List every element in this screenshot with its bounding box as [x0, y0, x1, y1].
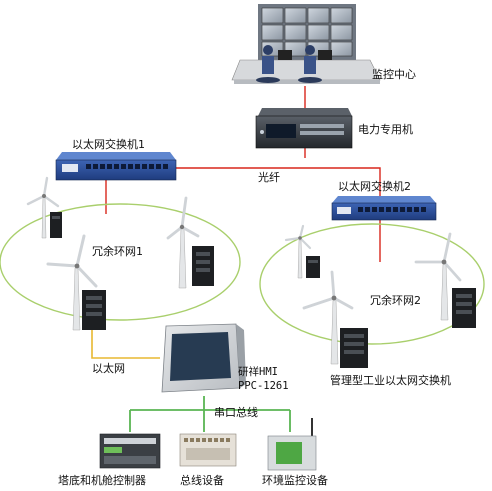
ethernet-links	[91, 330, 160, 359]
env-monitor-label: 环境监控设备	[262, 474, 328, 487]
ring-2-label: 冗余环网2	[370, 294, 421, 307]
redundant-rings	[0, 203, 485, 345]
wind-turbine-icon	[302, 270, 354, 365]
industrial-switch-icon	[82, 290, 106, 330]
wind-turbine-icon	[46, 234, 98, 331]
industrial-switch-icon	[340, 328, 368, 368]
bus-device-label: 总线设备	[180, 474, 224, 487]
ethernet-label: 以太网	[92, 362, 125, 375]
ethernet-switch-1-image	[55, 152, 177, 181]
ethernet-switch-2-image	[331, 196, 437, 221]
managed-switch-label: 管理型工业以太网交换机	[330, 374, 451, 387]
wind-turbine-icon	[414, 232, 462, 321]
wind-turbine-icon	[26, 176, 60, 239]
monitoring-center-image	[231, 4, 381, 84]
hmi-model-label-1: 研祥HMI	[238, 366, 278, 378]
power-device-image	[255, 108, 353, 149]
environment-monitor-image	[267, 418, 317, 471]
tower-controller-label: 塔底和机舱控制器	[58, 474, 146, 487]
serial-bus-links	[129, 396, 291, 432]
switch-2-label: 以太网交换机2	[338, 180, 411, 193]
power-device-label: 电力专用机	[358, 123, 413, 136]
wind-turbine-icon	[284, 224, 312, 279]
industrial-switch-icon	[192, 246, 214, 286]
monitoring-center-label: 监控中心	[372, 68, 416, 81]
fiber-links	[105, 86, 381, 262]
hmi-model-label-2: PPC-1261	[238, 380, 289, 392]
serial-bus-label: 串口总线	[214, 406, 258, 419]
tower-controller-image	[99, 433, 161, 469]
industrial-switch-icon	[306, 256, 320, 278]
industrial-switch-icon	[452, 288, 476, 328]
ring-1-label: 冗余环网1	[92, 245, 143, 258]
industrial-switch-icon	[50, 212, 62, 238]
fiber-label: 光纤	[258, 171, 280, 184]
hmi-panel-pc-image	[161, 323, 246, 393]
switch-1-label: 以太网交换机1	[72, 138, 145, 151]
wind-turbine-icon	[166, 196, 200, 289]
bus-device-image	[179, 433, 237, 467]
